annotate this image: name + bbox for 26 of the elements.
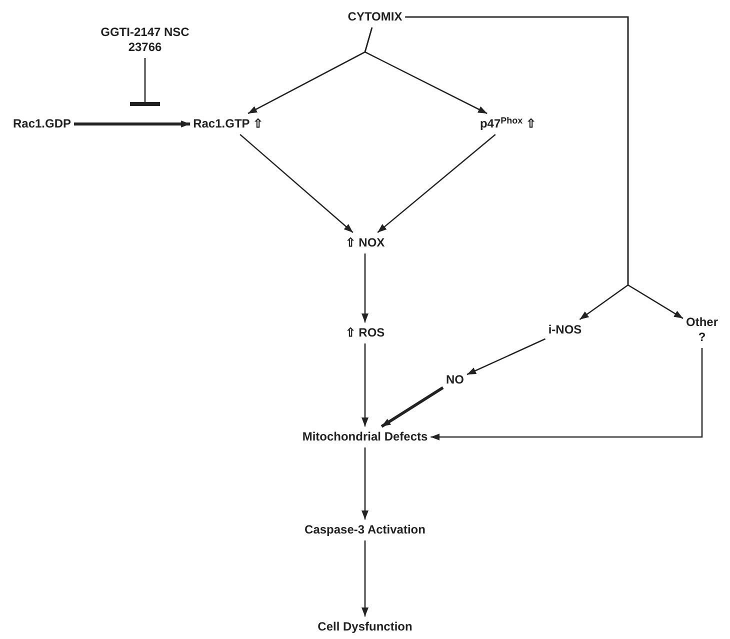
inhibition-line (128, 58, 162, 106)
arrow (240, 134, 354, 233)
arrow (430, 348, 703, 440)
pathway-label: ⇧ ROS (345, 326, 385, 340)
arrow (362, 540, 368, 616)
pathway-label: Cell Dysfunction (318, 620, 412, 634)
arrow (362, 254, 368, 322)
arrow (380, 386, 444, 428)
pathway-label: CYTOMIX (348, 10, 402, 24)
pathway-label: ⇧ NOX (345, 236, 385, 250)
arrow (74, 120, 190, 128)
pathway-label: p47$^{Phox}$ ⇧ (480, 116, 536, 132)
arrow (377, 134, 496, 233)
arrow (466, 338, 546, 376)
arrow (405, 16, 684, 319)
pathway-label: Rac1.GTP ⇧ (193, 116, 263, 132)
pathway-label: NO (446, 372, 464, 388)
pathway-label: Mitochondrial Defects (302, 430, 428, 444)
pathway-label: i-NOS (548, 322, 582, 338)
pathway-label: GGTI-2147 NSC 23766 (90, 25, 200, 55)
arrow (362, 344, 368, 426)
pathway-label: Rac1.GDP (12, 116, 72, 132)
arrow (362, 448, 368, 520)
arrow (364, 27, 488, 114)
pathway-label: Other ? (686, 315, 718, 345)
pathway-label: Caspase-3 Activation (304, 522, 426, 538)
